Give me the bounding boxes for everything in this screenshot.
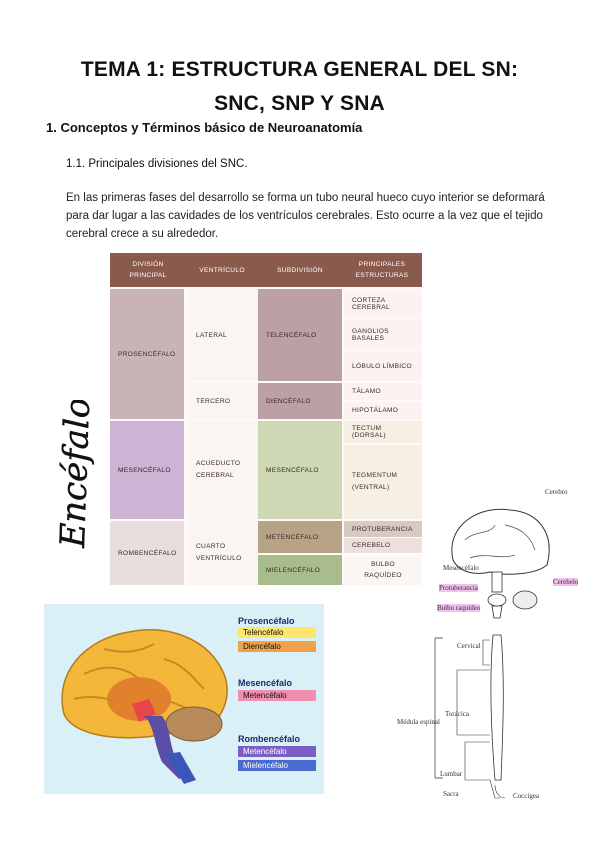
table-cell: Prosencéfalo [110, 289, 184, 419]
table-cell: Diencéfalo [258, 383, 342, 419]
divisions-table: División Principal Ventrículo Subdivisió… [110, 253, 422, 585]
spinal-illustration [434, 508, 550, 799]
table-cell: Cuarto Ventrículo [188, 521, 258, 585]
brain-illustration [61, 629, 228, 784]
cerebro-label: Cerebro [545, 488, 568, 496]
table-cell: Tálamo [344, 383, 422, 400]
intro-paragraph: En las primeras fases del desarrollo se … [66, 192, 545, 240]
table-cell: Cerebelo [344, 538, 422, 553]
diencefalo-label: Diencéfalo [238, 641, 316, 652]
mesencefalo-sketch-label: Mesencéfalo [443, 564, 479, 572]
table-cell: Telencéfalo [258, 289, 342, 381]
table-cell: Lateral [188, 289, 258, 381]
table-cell: Lóbulo Límbico [344, 351, 422, 381]
mielencefalo-label: Mielencéfalo [238, 760, 316, 771]
cerebelo-sketch-label: Cerebelo [553, 578, 579, 586]
brain-color-diagram: Prosencéfalo Telencéfalo Diencéfalo Mese… [44, 604, 324, 794]
toracica-label: Torácica [445, 710, 469, 718]
table-cell: Protuberancia [344, 521, 422, 537]
page-title-line1: TEMA 1: ESTRUCTURA GENERAL DEL SN: [80, 58, 519, 81]
subsection-heading: 1.1. Principales divisiones del SNC. [66, 158, 248, 170]
prosencefalo-label: Prosencéfalo [238, 616, 295, 626]
mesencefalo-label: Mesencéfalo [238, 678, 293, 688]
table-header: Subdivisión [258, 253, 342, 287]
handwritten-note: Encéfalo [53, 400, 99, 550]
table-cell: Acueducto Cerebral [188, 421, 258, 519]
bulbo-sketch-label: Bulbo raquídeo [437, 604, 481, 612]
table-header: Principales Estructuras [342, 253, 422, 287]
page-title-line2: SNC, SNP Y SNA [214, 92, 385, 115]
table-cell: Rombencéfalo [110, 521, 184, 585]
table-cell: Ganglios Basales [344, 320, 422, 350]
table-cell: Corteza Cerebral [344, 289, 422, 319]
table-cell: Tectum (dorsal) [344, 421, 422, 443]
handwritten-text: Encéfalo [53, 400, 98, 549]
table-cell: Metencéfalo [258, 521, 342, 553]
coccigea-label: Coccígea [513, 792, 540, 800]
table-cell: Mesencéfalo [258, 421, 342, 519]
lumbar-label: Lumbar [440, 770, 463, 778]
table-header: Ventrículo [186, 253, 258, 287]
telencefalo-label: Telencéfalo [238, 627, 316, 638]
table-header: División Principal [110, 253, 186, 287]
section-heading: 1. Conceptos y Términos básico de Neuroa… [46, 120, 363, 135]
protuberancia-sketch-label: Protuberancia [439, 584, 478, 592]
table-cell: Tegmentum (ventral) [344, 445, 422, 519]
table-cell: Hipotálamo [344, 402, 422, 419]
table-cell: Mielencéfalo [258, 555, 342, 585]
brain-spinal-diagram: Cerebro Mesencéfalo Protuberancia Cerebe… [395, 480, 599, 810]
medula-label: Médula espinal [397, 718, 440, 726]
rombencefalo-label: Rombencéfalo [238, 734, 301, 744]
table-cell: Tercero [188, 383, 258, 419]
metencefalo-label: Metencéfalo [238, 746, 316, 757]
cervical-label: Cervical [457, 642, 481, 650]
sacra-label: Sacra [443, 790, 459, 798]
table-cell: Mesencéfalo [110, 421, 184, 519]
table-cell: Bulbo raquídeo [344, 555, 422, 585]
metencefalo-mes-label: Metencéfalo [238, 690, 316, 701]
